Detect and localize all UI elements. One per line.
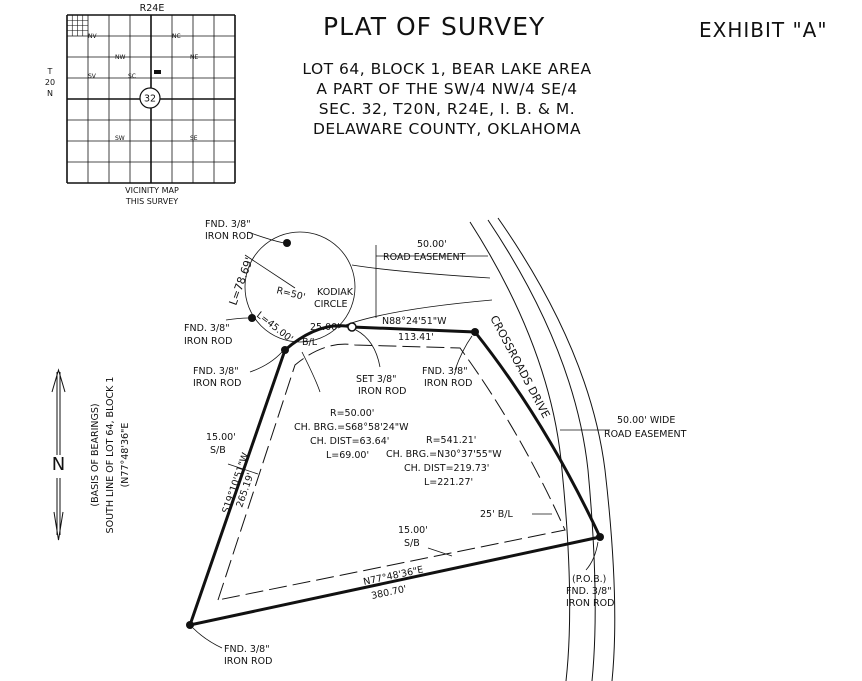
north-line-distance: 113.41' [398,332,434,343]
leader-lines [192,231,599,649]
set-n-line-1: SET 3/8" [356,374,397,385]
basis-line-3: (N77°48'36"E [120,423,131,488]
setback-south-value: 15.00' [398,525,428,536]
lot-boundary [187,324,603,628]
iron-rod-set-north [347,322,357,332]
kodiak-label-1: KODIAK [317,287,354,298]
fnd-bl-line-2: IRON ROD [193,378,241,389]
pob-line-1: (P.O.B.) [572,574,606,585]
setback-west-leader [227,463,259,475]
curve-east-chord-bearing: CH. BRG.=N30°37'55"W [386,449,502,460]
curve-cul-length: L=69.00' [326,450,369,461]
subtitle-line-3: SEC. 32, T20N, R24E, I. B. & M. [319,100,575,118]
basis-line-2: SOUTH LINE OF LOT 64, BLOCK 1 [105,377,116,534]
iron-rod-w [248,314,256,322]
quarter-sw: SW [115,135,125,142]
iron-rod-ne [471,328,479,336]
set-n-line-2: IRON ROD [358,386,406,397]
setback-south-label: S/B [404,538,420,549]
curve-east-radius: R=541.21' [426,435,476,446]
iron-rod-pob [596,533,604,541]
section-number: 32 [144,94,156,105]
exhibit-label: EXHIBIT "A" [699,18,828,42]
setback-west-value: 15.00' [206,432,236,443]
road-easement-top-1: 50.00' [417,239,447,250]
fnd-sw-line-2: IRON ROD [224,656,272,667]
vicinity-caption-2: THIS SURVEY [125,197,178,206]
north-line-bearing: N88°24'51"W [382,316,447,327]
fnd-w-line-2: IRON ROD [184,336,232,347]
plat-title: PLAT OF SURVEY [323,12,545,41]
vicinity-range-label: R24E [140,3,165,14]
crossroads-drive-label: CROSSROADS DRIVE [487,313,552,420]
quarter-nc: NC [172,33,181,40]
quarter-sc: SC [128,73,136,80]
curve-cul-chord-bearing: CH. BRG.=S68°58'24"W [294,422,409,433]
vicinity-caption-1: VICINITY MAP [125,186,179,195]
quarter-nv: NV [88,33,97,40]
section-marker [139,87,161,109]
road-easement-top-2: ROAD EASEMENT [383,252,466,263]
kodiak-label-2: CIRCLE [314,299,348,310]
south-line-bearing: N77°48'36"E [362,564,424,587]
subtitle-line-1: LOT 64, BLOCK 1, BEAR LAKE AREA [302,60,591,78]
road-easement-wide-1: 50.00' WIDE [617,415,675,426]
cul-radius-label: R=50' [275,285,306,303]
fnd-w-line-1: FND. 3/8" [184,323,230,334]
vicinity-township-num: 20 [45,78,55,87]
curve-east-chord-distance: CH. DIST=219.73' [404,463,489,474]
curve-east-length: L=221.27' [424,477,473,488]
vicinity-map: R24E T 20 N 32 NW NE SW SE NV SV NC SC V… [45,3,236,206]
setback-east-label: 25' B/L [480,509,513,520]
iron-rod-sw [186,621,194,629]
setback-north-bl: B/L [302,337,318,348]
iron-rod-nw [283,239,291,247]
setback-west-label: S/B [210,445,226,456]
basis-line-1: (BASIS OF BEARINGS) [90,403,101,506]
crossroads-drive-road [469,217,616,681]
fnd-ne-line-1: FND. 3/8" [422,366,468,377]
cul-setback-arc-label: L=45.00' [254,310,295,345]
north-arrow-tail [53,511,64,541]
vicinity-township-n: N [47,89,53,98]
north-arrow: N [51,368,66,541]
quarter-ne: NE [190,54,198,61]
quarter-nw: NW [115,54,125,61]
basis-of-bearings-note: (BASIS OF BEARINGS) SOUTH LINE OF LOT 64… [90,377,131,534]
fnd-ne-line-2: IRON ROD [424,378,472,389]
north-arrow-head [51,368,66,393]
fnd-bl-line-1: FND. 3/8" [193,366,239,377]
kodiak-circle-road [244,231,493,343]
fnd-nw-line-1: FND. 3/8" [205,219,251,230]
quarter-sv: SV [88,73,97,80]
curve-cul-radius: R=50.00' [330,408,374,419]
survey-location-marker [154,70,161,74]
subtitle-line-4: DELAWARE COUNTY, OKLAHOMA [313,120,581,138]
road-easement-wide-2: ROAD EASEMENT [604,429,687,440]
north-arrow-letter: N [52,454,65,475]
building-setback-line [217,343,566,601]
setback-north-value: 25.00' [310,322,340,333]
pob-line-3: IRON ROD [566,598,614,609]
iron-rod-bl [281,346,289,354]
pob-line-2: FND. 3/8" [566,586,612,597]
fnd-nw-line-2: IRON ROD [205,231,253,242]
north-arrow-lower-shaft [56,478,61,535]
fnd-sw-line-1: FND. 3/8" [224,644,270,655]
vicinity-township-t: T [47,67,53,76]
vicinity-grid [66,14,236,184]
quarter-se: SE [190,135,198,142]
subtitle-line-2: A PART OF THE SW/4 NW/4 SE/4 [316,80,577,98]
curve-cul-chord-distance: CH. DIST=63.64' [310,436,389,447]
cul-arc-label: L=78.69' [227,256,256,307]
setback-south-leader [427,547,453,557]
